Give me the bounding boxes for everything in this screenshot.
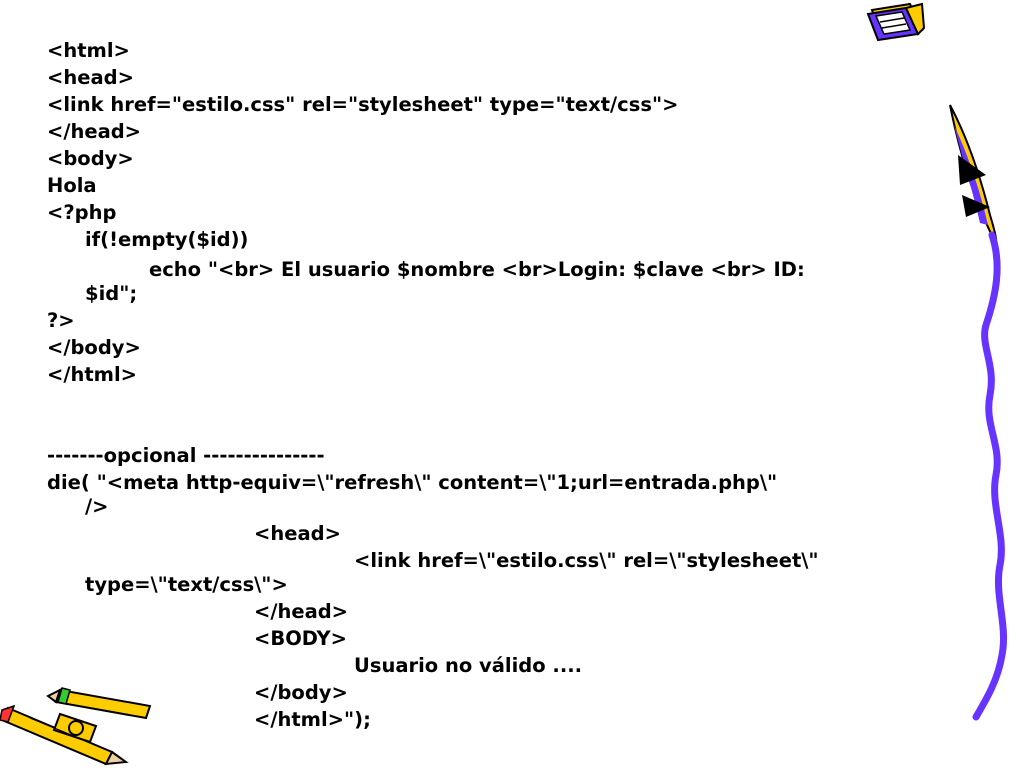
code-line: <BODY> <box>254 627 348 650</box>
code-line: Usuario no válido .... <box>354 654 583 677</box>
code-line: <head> <box>254 522 341 545</box>
pencils-clipart-icon <box>0 687 152 766</box>
code-line: ?> <box>47 309 75 332</box>
code-line: <link href="estilo.css" rel="stylesheet"… <box>47 93 679 116</box>
code-line: -------opcional --------------- <box>47 444 325 467</box>
book-clipart-icon <box>866 2 926 42</box>
code-line: <head> <box>47 66 134 89</box>
code-line: die( "<meta http-equiv=\"refresh\" conte… <box>47 471 778 494</box>
code-line: <html> <box>47 39 130 62</box>
code-line: type=\"text/css\"> <box>85 573 288 596</box>
code-line: Hola <box>47 174 97 197</box>
code-line: </html> <box>47 363 138 386</box>
quill-pen-clipart-icon <box>949 104 1008 721</box>
code-line: <?php <box>47 201 117 224</box>
code-line: echo "<br> El usuario $nombre <br>Login:… <box>149 258 805 281</box>
code-line: </html>"); <box>254 708 371 731</box>
code-line: if(!empty($id)) <box>85 228 249 251</box>
code-line: $id"; <box>85 282 138 305</box>
code-line: <link href=\"estilo.css\" rel=\"styleshe… <box>354 549 819 572</box>
code-line: </head> <box>254 600 349 623</box>
code-line: <body> <box>47 147 134 170</box>
code-line: </head> <box>47 120 142 143</box>
code-line: </body> <box>47 336 141 359</box>
code-line: /> <box>85 495 109 518</box>
code-line: </body> <box>254 681 348 704</box>
